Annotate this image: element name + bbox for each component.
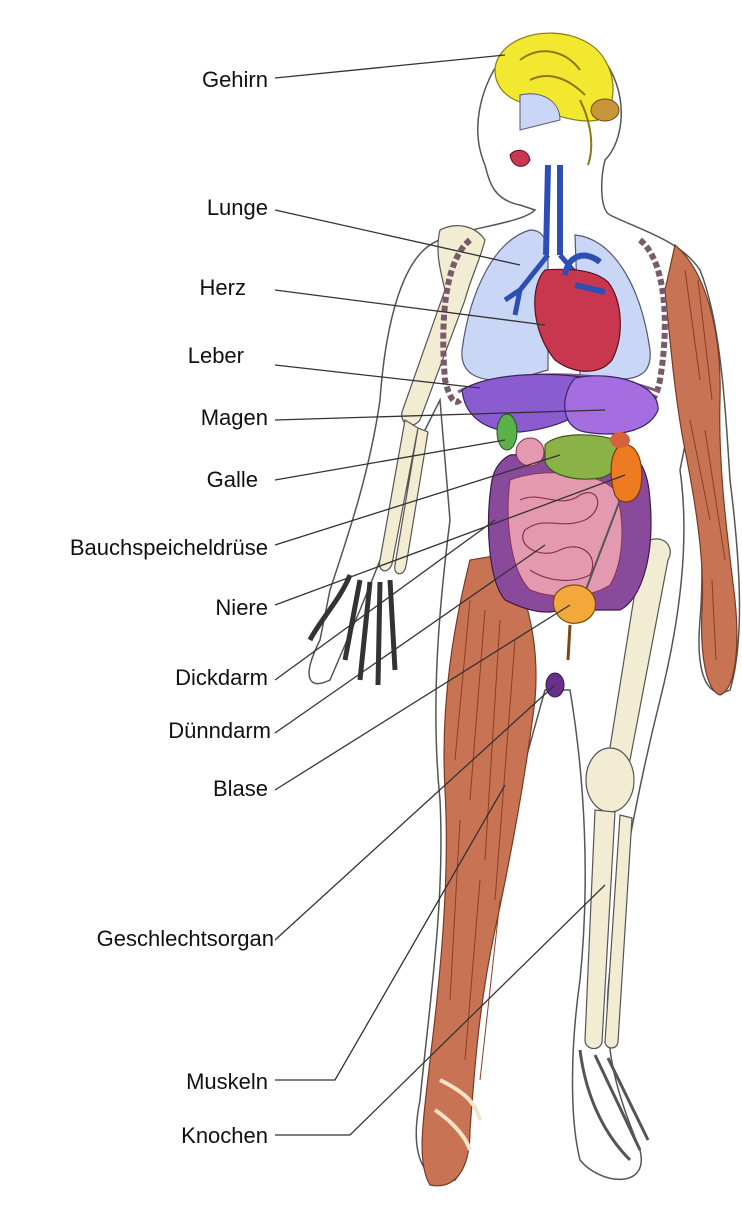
adrenal bbox=[610, 432, 630, 448]
label-lunge: Lunge bbox=[207, 197, 268, 219]
label-niere: Niere bbox=[215, 597, 268, 619]
label-muskeln: Muskeln bbox=[186, 1071, 268, 1093]
bladder bbox=[553, 585, 595, 623]
label-duenndarm: Dünndarm bbox=[168, 720, 271, 742]
label-geschlechtsorgan: Geschlechtsorgan bbox=[97, 928, 274, 950]
label-bauchspeicheldruese: Bauchspeicheldrüse bbox=[70, 537, 268, 559]
label-knochen: Knochen bbox=[181, 1125, 268, 1147]
small-intestine bbox=[508, 473, 622, 597]
urethra bbox=[568, 625, 570, 660]
label-gehirn: Gehirn bbox=[202, 69, 268, 91]
kidney bbox=[611, 444, 642, 502]
knee-cap bbox=[586, 748, 634, 812]
label-dickdarm: Dickdarm bbox=[175, 667, 268, 689]
cerebellum bbox=[591, 99, 619, 121]
leader-line-gehirn bbox=[275, 55, 505, 78]
gall-bladder bbox=[497, 414, 517, 450]
label-leber: Leber bbox=[188, 345, 244, 367]
label-magen: Magen bbox=[201, 407, 268, 429]
label-herz: Herz bbox=[200, 277, 246, 299]
label-blase: Blase bbox=[213, 778, 268, 800]
label-galle: Galle bbox=[207, 469, 258, 491]
